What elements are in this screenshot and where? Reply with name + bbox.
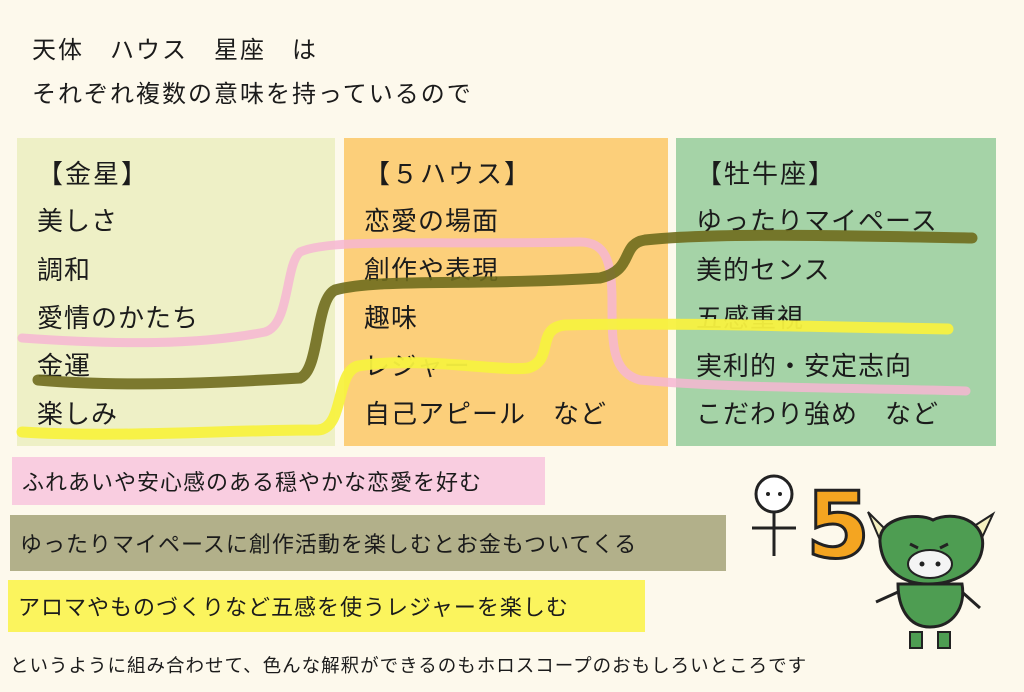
house-item: 趣味	[364, 304, 419, 334]
summary-love: ふれあいや安心感のある穏やかな恋愛を好む	[12, 457, 545, 505]
venus-panel: 【金星】 美しさ 調和 愛情のかたち 金運 楽しみ	[17, 138, 335, 446]
taurus-item: 美的センス	[696, 256, 831, 286]
summary-leisure: アロマやものづくりなど五感を使うレジャーを楽しむ	[8, 580, 645, 632]
taurus-panel-title: 【牡牛座】	[696, 160, 837, 190]
house-item: 恋愛の場面	[364, 207, 500, 237]
venus-panel-title: 【金星】	[37, 160, 150, 190]
venus-icon	[752, 474, 796, 556]
taurus-item: こだわり強め など	[696, 400, 940, 430]
venus-item: 金運	[37, 352, 92, 382]
intro-line-1: 天体 ハウス 星座 は	[32, 36, 318, 64]
venus-item: 美しさ	[37, 207, 119, 237]
taurus-item: 実利的・安定志向	[696, 352, 913, 382]
bull-character-icon	[867, 511, 996, 649]
venus-item: 愛情のかたち	[37, 304, 200, 334]
house-item: レジャー	[364, 352, 471, 382]
fifth-house-panel: 【５ハウス】 恋愛の場面 創作や表現 趣味 レジャー 自己アピール など	[344, 138, 668, 446]
house-item: 創作や表現	[364, 256, 500, 286]
taurus-panel: 【牡牛座】 ゆったりマイペース 美的センス 五感重視 実利的・安定志向 こだわり…	[676, 138, 996, 446]
venus-item: 楽しみ	[37, 400, 119, 430]
intro-line-2: それぞれ複数の意味を持っているので	[32, 80, 473, 108]
summary-money: ゆったりマイペースに創作活動を楽しむとお金もついてくる	[10, 515, 726, 571]
house-item: 自己アピール など	[364, 400, 608, 430]
house-panel-title: 【５ハウス】	[364, 160, 533, 190]
taurus-item: 五感重視	[696, 304, 805, 334]
taurus-item: ゆったりマイペース	[696, 207, 938, 237]
footer-note: というように組み合わせて、色んな解釈ができるのもホロスコープのおもしろいところで…	[10, 656, 808, 677]
house-number-five: 5	[804, 472, 871, 579]
venus-item: 調和	[37, 256, 92, 286]
